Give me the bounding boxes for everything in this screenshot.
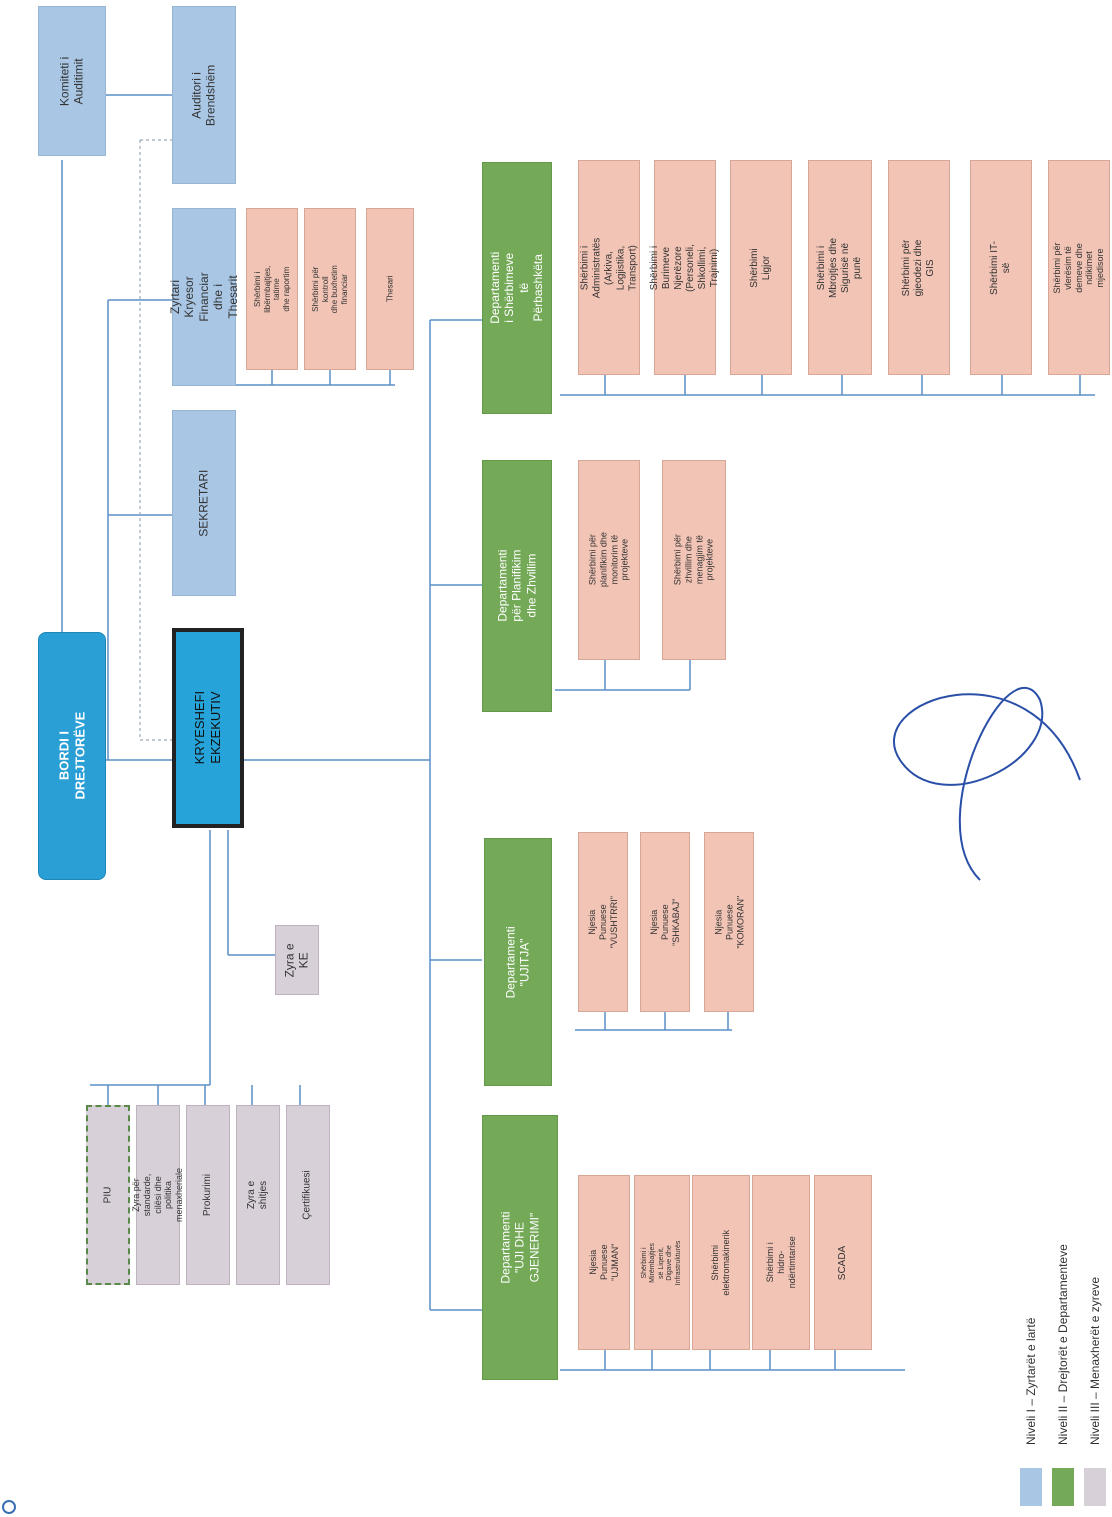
dept2-unit-3: Njesia Punuese "KOMORAN" [704, 832, 754, 1012]
dept1-unit-3: Shërbimi elektromakinerik [692, 1175, 750, 1350]
dept1-unit-1: Njesia Punuese "UJMAN" [578, 1175, 630, 1350]
legend-label-level-3: Niveli III – Menaxherët e zyreve [1088, 1276, 1102, 1445]
dept4-unit-5: Shërbimi për gjeodezi dhe GIS [888, 160, 950, 375]
staff-unit-certifier: Çertifikuesi [286, 1105, 330, 1285]
staff-unit-standards: Zyra për standarde, cilësi dhe politika … [131, 1105, 184, 1285]
department-planning: Departamenti për Planifikim dhe Zhvillim [482, 460, 552, 712]
cfo-service-3-label: Thesari [385, 275, 395, 303]
dept1-unit-3-label: Shërbimi elektromakinerik [710, 1229, 731, 1296]
dept4-unit-2: Shërbimi i Burimeve Njerëzore (Personeli… [649, 160, 720, 375]
dept1-unit-2-label: Shërbimi i Mirëmbajtjes së Liqenit, Diga… [641, 1240, 682, 1285]
audit-committee: Komiteti i Auditimit [38, 6, 106, 156]
staff-unit-sales-label: Zyra e shitjes [246, 1180, 269, 1210]
department-water-generation: Departamenti "UJI DHE GJENERIMI" [482, 1115, 558, 1380]
signature-scribble [893, 687, 1081, 881]
cfo-service-3: Thesari [366, 208, 414, 370]
staff-unit-procurement-label: Prokurimi [202, 1173, 214, 1217]
chief-executive: KRYESHEFI EKZEKUTIV [172, 628, 244, 828]
dept3-unit-1: Shërbimi për planifikim dhe monitorim të… [578, 460, 640, 660]
dept2-unit-2: Njesia Punuese "SHKABAJ" [640, 832, 690, 1012]
department-irrigation: Departamenti "UJITJA" [484, 838, 552, 1086]
dept3-unit-2: Shërbimi për zhvillim dhe menagjim të pr… [662, 460, 726, 660]
legend-swatch-level-1 [1020, 1468, 1042, 1506]
staff-unit-certifier-label: Çertifikuesi [302, 1170, 313, 1220]
dept2-unit-1-label: Njesia Punuese "VUSHTRRI" [586, 895, 619, 949]
dept3-unit-2-label: Shërbimi për zhvillim dhe menagjim të pr… [672, 534, 715, 586]
dept2-unit-1: Njesia Punuese "VUSHTRRI" [578, 832, 628, 1012]
dept4-unit-2-label: Shërbimi i Burimeve Njerëzore (Personeli… [649, 243, 720, 292]
ceo-office: Zyra e KE [275, 925, 319, 995]
dept2-unit-3-label: Njesia Punuese "KOMORAN" [712, 895, 745, 949]
legend-swatch-level-2 [1052, 1468, 1074, 1506]
dept3-unit-1-label: Shërbimi për planifikim dhe monitorim të… [587, 532, 630, 588]
staff-unit-procurement: Prokurimi [186, 1105, 230, 1285]
staff-unit-standards-label: Zyra për standarde, cilësi dhe politika … [131, 1167, 185, 1223]
dept4-unit-3: Shërbimi Ligjor [730, 160, 792, 375]
dept4-unit-3-label: Shërbimi Ligjor [749, 247, 772, 288]
department-shared-services: Departamenti i Shërbimeve të Përbashkëta [482, 162, 552, 414]
dept2-unit-2-label: Njesia Punuese "SHKABAJ" [648, 898, 681, 946]
dept1-unit-4: Shërbimi i hidro- ndërtimtarise [752, 1175, 810, 1350]
staff-unit-piu: PIU [86, 1105, 130, 1285]
cfo-service-1-label: Shërbimi i libërmbajtjes, tatime dhe rap… [252, 265, 291, 313]
logo-mark-icon [2, 1500, 16, 1514]
legend-label-level-1: Niveli I – Zyrtarët e lartë [1024, 1317, 1038, 1445]
secretary-label: SEKRETARI [196, 469, 211, 537]
dept4-unit-1: Shërbimi i Administratës (Arkiva, Logjis… [578, 160, 640, 375]
dept1-unit-4-label: Shërbimi i hidro- ndërtimtarise [764, 1236, 797, 1289]
legend-label-level-2: Niveli II – Drejtorët e Departamenteve [1056, 1244, 1070, 1445]
dept4-unit-7: Shërbimi për vlerësim të demeve dhe ndik… [1048, 160, 1110, 375]
board-of-directors: BORDI I DREJTORËVE [38, 632, 106, 880]
dept4-unit-4-label: Shërbimi i Mbrojtjes dhe Sigurisë në pun… [816, 237, 863, 298]
cfo-service-2-label: Shërbimi për kontroll dhe buxhetim finan… [310, 264, 349, 314]
staff-unit-sales: Zyra e shitjes [236, 1105, 280, 1285]
ceo-label: KRYESHEFI EKZEKUTIV [192, 691, 224, 765]
dept4-unit-5-label: Shërbimi për gjeodezi dhe GIS [901, 239, 936, 296]
dept4-unit-7-label: Shërbimi për vlerësim të demeve dhe ndik… [1052, 241, 1106, 294]
staff-unit-piu-label: PIU [101, 1186, 113, 1204]
dept1-unit-5: SCADA [814, 1175, 872, 1350]
dept1-unit-2: Shërbimi i Mirëmbajtjes së Liqenit, Diga… [634, 1175, 690, 1350]
dept4-unit-4: Shërbimi i Mbrojtjes dhe Sigurisë në pun… [808, 160, 872, 375]
cfo-label: Zyrtari Kryesor Financiar dhe i Thesarit [168, 272, 240, 322]
internal-auditor: Auditori i Brendshëm [172, 6, 236, 184]
department-shared-services-label: Departamenti i Shërbimeve të Përbashkëta [488, 251, 546, 325]
department-planning-label: Departamenti për Planifikim dhe Zhvillim [495, 549, 539, 623]
audit-committee-label: Komiteti i Auditimit [57, 56, 86, 106]
chief-financial-officer: Zyrtari Kryesor Financiar dhe i Thesarit [168, 208, 240, 386]
legend-swatch-level-3 [1084, 1468, 1106, 1506]
board-label: BORDI I DREJTORËVE [56, 712, 88, 800]
dept4-unit-6-label: Shërbimi IT-së [989, 240, 1012, 295]
internal-auditor-label: Auditori i Brendshëm [189, 64, 218, 126]
dept4-unit-1-label: Shërbimi i Administratës (Arkiva, Logjis… [579, 237, 639, 298]
dept4-unit-6: Shërbimi IT-së [970, 160, 1032, 375]
department-water-generation-label: Departamenti "UJI DHE GJENERIMI" [498, 1211, 542, 1284]
cfo-service-2: Shërbimi për kontroll dhe buxhetim finan… [304, 208, 356, 370]
ceo-office-label: Zyra e KE [282, 943, 311, 978]
department-irrigation-label: Departamenti "UJITJA" [503, 925, 533, 999]
secretary: SEKRETARI [172, 410, 236, 596]
dept1-unit-1-label: Njesia Punuese "UJMAN" [587, 1243, 620, 1282]
cfo-service-1: Shërbimi i libërmbajtjes, tatime dhe rap… [246, 208, 298, 370]
dept1-unit-5-label: SCADA [836, 1245, 848, 1280]
